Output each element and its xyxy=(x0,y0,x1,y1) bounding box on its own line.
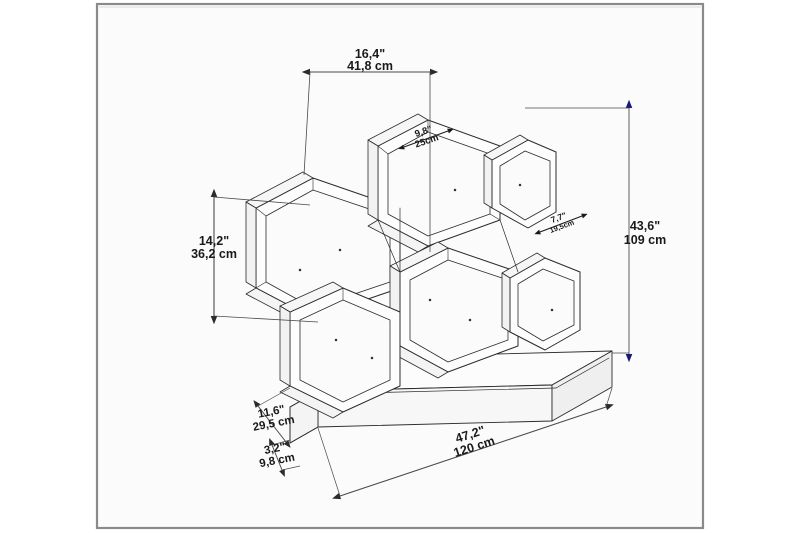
dimension-left-height: 14,2" 36,2 cm xyxy=(191,188,319,325)
hexagon-cell-lower-right xyxy=(501,252,581,351)
hexagon-cell-left-middle xyxy=(245,171,401,325)
cell-seams xyxy=(377,159,519,347)
hexagon-cell-center-lower xyxy=(389,241,519,379)
dim-base-thickness-imperial: 3,2" xyxy=(263,441,286,457)
dim-top-width-imperial: 16,4" xyxy=(355,47,385,61)
hexagon-cell-upper-middle xyxy=(367,113,501,253)
dim-overall-height-metric: 109 cm xyxy=(624,233,666,247)
hexagon-cell-upper-right xyxy=(483,134,557,229)
dim-left-height-metric: 36,2 cm xyxy=(191,247,237,261)
dim-overall-height-imperial: 43,6" xyxy=(630,219,660,233)
dim-left-height-imperial: 14,2" xyxy=(199,234,229,248)
hexagon-cell-lower-left xyxy=(279,281,401,419)
dim-hex-face-imperial: 9,8" xyxy=(413,124,433,140)
dim-base-depth-imperial: 11,6" xyxy=(257,404,286,421)
dim-top-width-metric: 41,8 cm xyxy=(347,59,393,73)
dimension-top-width: 16,4" 41,8 cm xyxy=(301,47,439,252)
dimension-hex-face-depth: 9,8" 25cm xyxy=(398,124,454,151)
dimension-overall-height: 43,6" 109 cm xyxy=(525,99,666,363)
